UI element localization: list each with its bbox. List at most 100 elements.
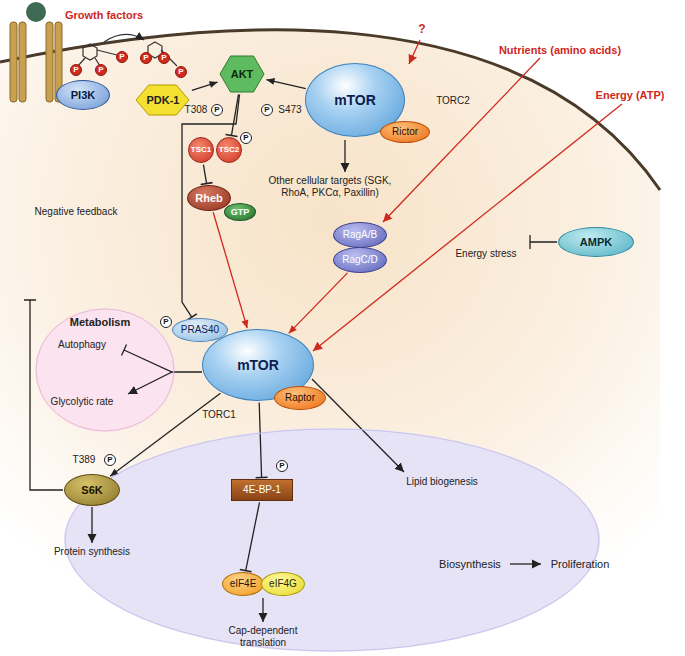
receptor	[10, 2, 62, 102]
node-label: AKT	[231, 68, 254, 81]
annotation-text: Negative feedback	[35, 206, 118, 218]
activation-arrow	[510, 563, 541, 564]
phospho-mark: P	[95, 64, 107, 76]
node-sublabel: TORC1	[202, 409, 236, 421]
node-label: S6K	[81, 484, 102, 497]
node-label: PDK-1	[146, 94, 179, 107]
activation-connector	[289, 273, 348, 334]
annotation-text: Nutrients (amino acids)	[499, 44, 621, 57]
protein-node: PDK-1	[135, 84, 190, 116]
receptor-chain	[46, 22, 53, 102]
annotation-text: Proliferation	[551, 558, 610, 571]
phospho-mark: P	[160, 316, 172, 328]
inhibition-line	[122, 345, 203, 373]
activation-connector	[192, 81, 218, 90]
protein-node: AKT	[219, 55, 265, 93]
node-label: RagA/B	[343, 229, 377, 241]
node-label: Metabolism	[70, 316, 131, 329]
protein-node: PI3K	[56, 80, 110, 110]
connector-line	[246, 502, 260, 570]
connector-line	[289, 273, 348, 334]
phospho-mark: P	[276, 460, 288, 472]
annotation-text: Growth factors	[65, 9, 143, 22]
phospho-mark: P	[104, 454, 116, 466]
cell-membrane	[0, 30, 660, 190]
receptor-chain	[10, 22, 17, 102]
protein-node: GTP	[224, 203, 256, 221]
activation-connector	[266, 78, 305, 89]
activation-arrow	[91, 507, 92, 543]
region-border	[65, 429, 599, 651]
biosynthesis-area	[64, 428, 600, 652]
node-label: TSC1	[191, 145, 211, 154]
phospho-mark: P	[211, 104, 223, 116]
node-label: Biosynthesis	[439, 558, 501, 571]
node-sublabel: Autophagy	[58, 339, 106, 351]
phospho-mark: P	[261, 104, 273, 116]
hexagon-fill	[136, 85, 189, 115]
connector-line	[259, 402, 261, 477]
node-sublabel: TORC2	[436, 95, 470, 107]
protein-node: eIF4G	[261, 572, 304, 596]
annotation-text: Other cellular targets (SGK, RhoA, PKCα,…	[255, 175, 405, 198]
node-label: RagC/D	[342, 254, 378, 266]
lipid-rings	[78, 34, 177, 66]
node-label: Rictor	[392, 126, 418, 138]
protein-node: AMPK	[558, 227, 634, 257]
protein-node: S6K	[64, 474, 120, 506]
inhibition-line	[530, 235, 557, 249]
activation-arrow	[262, 598, 263, 622]
protein-node: RagC/D	[333, 247, 387, 273]
phospho-mark: P	[240, 132, 252, 144]
phospho-mark: P	[158, 52, 170, 64]
region-area: Biosynthesis S6K 4E-BP-1 eIF4EeIF4G	[64, 428, 600, 652]
energy-arrow	[313, 104, 622, 351]
annotation-text: T308	[185, 104, 208, 116]
node-label: Rheb	[195, 192, 223, 205]
protein-node: Rictor	[380, 121, 430, 143]
phospho-mark: P	[70, 64, 82, 76]
arrow-head	[209, 81, 218, 88]
node-label: mTOR	[334, 92, 376, 108]
annotation-text: Protein synthesis	[54, 546, 130, 558]
receptor-chain	[19, 22, 26, 102]
node-label: 4E-BP-1	[243, 484, 281, 496]
connector-line	[213, 212, 247, 328]
annotation-text: Lipid biogenesis	[406, 476, 478, 488]
growth-factor-ligand	[26, 2, 46, 22]
arrow-head	[289, 325, 297, 333]
node-sublabel: Glycolytic rate	[51, 396, 114, 408]
annotation-text: Energy stress	[455, 248, 516, 260]
annotation-text: S473	[278, 104, 301, 116]
node-label: GTP	[231, 207, 250, 217]
protein-node: 4E-BP-1	[231, 479, 293, 501]
connector-line	[203, 165, 206, 184]
node-label: mTOR	[237, 357, 279, 373]
phospho-mark: P	[140, 52, 152, 64]
arrow-head	[266, 78, 275, 85]
connector-line	[192, 82, 218, 90]
phospho-mark: P	[175, 66, 187, 78]
annotation-text: Energy (ATP)	[596, 89, 665, 102]
hexagon-fill	[220, 56, 264, 92]
connector-line	[110, 393, 220, 476]
feedback-line	[24, 300, 63, 490]
node-label: TSC2	[219, 145, 239, 154]
conversion-arrow	[104, 34, 144, 42]
metabolism-area	[35, 308, 175, 432]
phospho-mark: P	[116, 51, 128, 63]
node-label: AMPK	[580, 236, 612, 249]
inhibition-connector	[201, 165, 213, 185]
protein-node: eIF4E	[222, 572, 264, 596]
protein-node: RagA/B	[333, 222, 387, 248]
node-label: Raptor	[285, 392, 315, 404]
lipid-bond	[78, 50, 177, 66]
annotation-text: T389	[73, 454, 96, 466]
protein-node: Rheb	[187, 185, 231, 211]
arrow-head	[242, 320, 249, 329]
targets-arrow	[344, 140, 345, 172]
inhibition-connector	[240, 502, 260, 571]
activation-connector	[213, 212, 248, 328]
unknown-input-arrow	[409, 40, 420, 64]
